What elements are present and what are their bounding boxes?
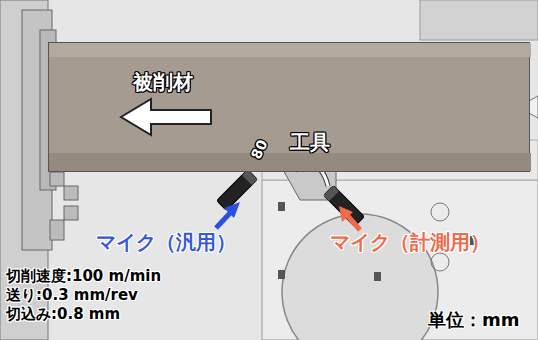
condition-note: 送り:0.3 mm/rev <box>6 287 138 304</box>
workpiece-cylinder: 被削材 <box>48 42 530 172</box>
mic-label: マイク（計測用） <box>330 231 490 253</box>
tool-label: 工具 <box>290 131 330 153</box>
mic-label: マイク（汎用） <box>96 231 236 253</box>
condition-note: 切込み:0.8 mm <box>6 306 120 323</box>
part-label: 被削材 <box>133 71 193 93</box>
feed-arrow <box>49 43 531 173</box>
unit-note: 単位：mm <box>428 310 520 330</box>
condition-note: 切削速度:100 m/min <box>6 268 161 285</box>
